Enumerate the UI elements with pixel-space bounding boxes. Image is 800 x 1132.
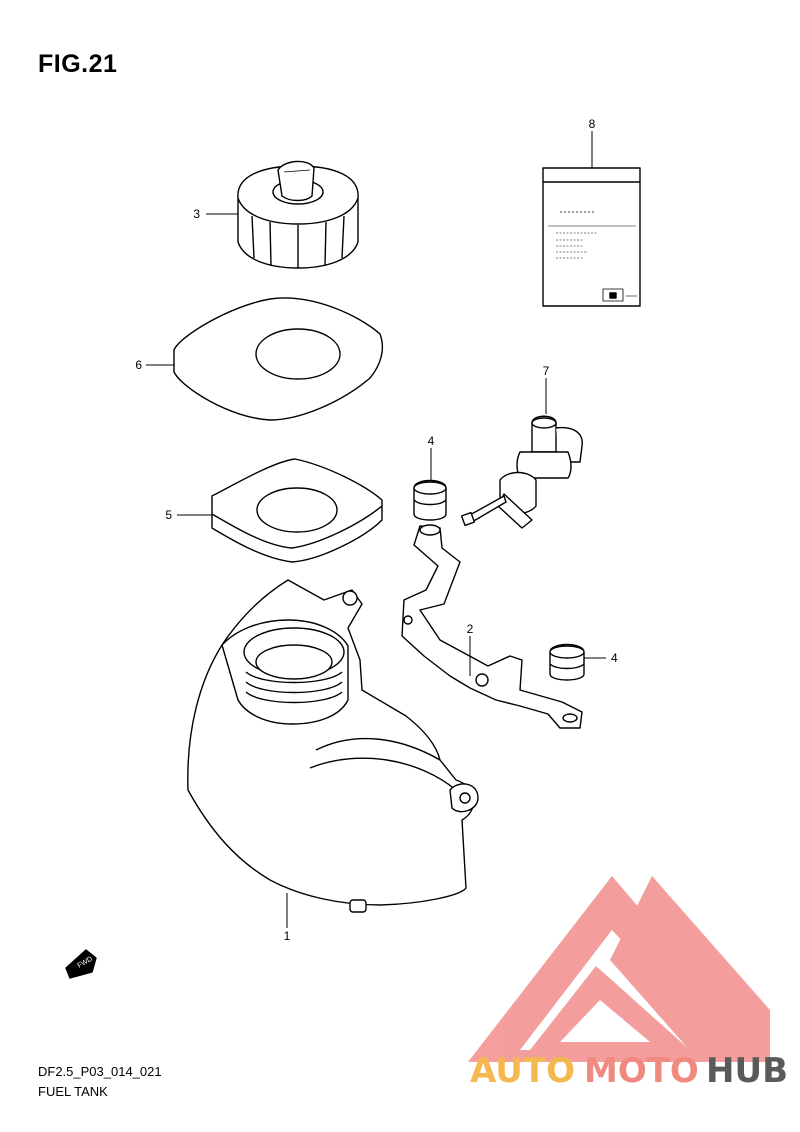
part-6-gasket[interactable] <box>173 297 384 421</box>
part-2-bracket[interactable] <box>401 524 583 729</box>
callout-2: 2 <box>467 622 474 636</box>
figure-name: FUEL TANK <box>38 1084 108 1099</box>
part-3-fuel-cap[interactable] <box>237 160 359 269</box>
fwd-arrow-icon <box>65 949 97 979</box>
watermark-brand-b: MOTO <box>584 1051 699 1091</box>
watermark-brand-a: AUTO <box>470 1051 575 1091</box>
part-4-grommet-right[interactable] <box>549 643 585 681</box>
callout-4-top: 4 <box>428 434 435 448</box>
callout-7: 7 <box>543 364 550 378</box>
callout-1: 1 <box>284 929 291 943</box>
part-5-packing[interactable] <box>211 458 383 563</box>
part-4-grommet-top[interactable] <box>413 479 447 521</box>
callout-6: 6 <box>135 358 142 372</box>
part-1-fuel-tank[interactable] <box>187 579 479 913</box>
figure-title: FIG.21 <box>38 50 118 78</box>
part-7-fuel-cock[interactable] <box>460 415 583 529</box>
part-8-label-card[interactable] <box>542 167 641 307</box>
callout-3: 3 <box>193 207 200 221</box>
callout-5: 5 <box>165 508 172 522</box>
watermark-logo <box>468 876 770 1062</box>
figure-code: DF2.5_P03_014_021 <box>38 1064 162 1079</box>
watermark-brand-c: HUB <box>706 1051 788 1091</box>
callout-4-right: 4 <box>611 651 618 665</box>
callout-8: 8 <box>589 117 596 131</box>
